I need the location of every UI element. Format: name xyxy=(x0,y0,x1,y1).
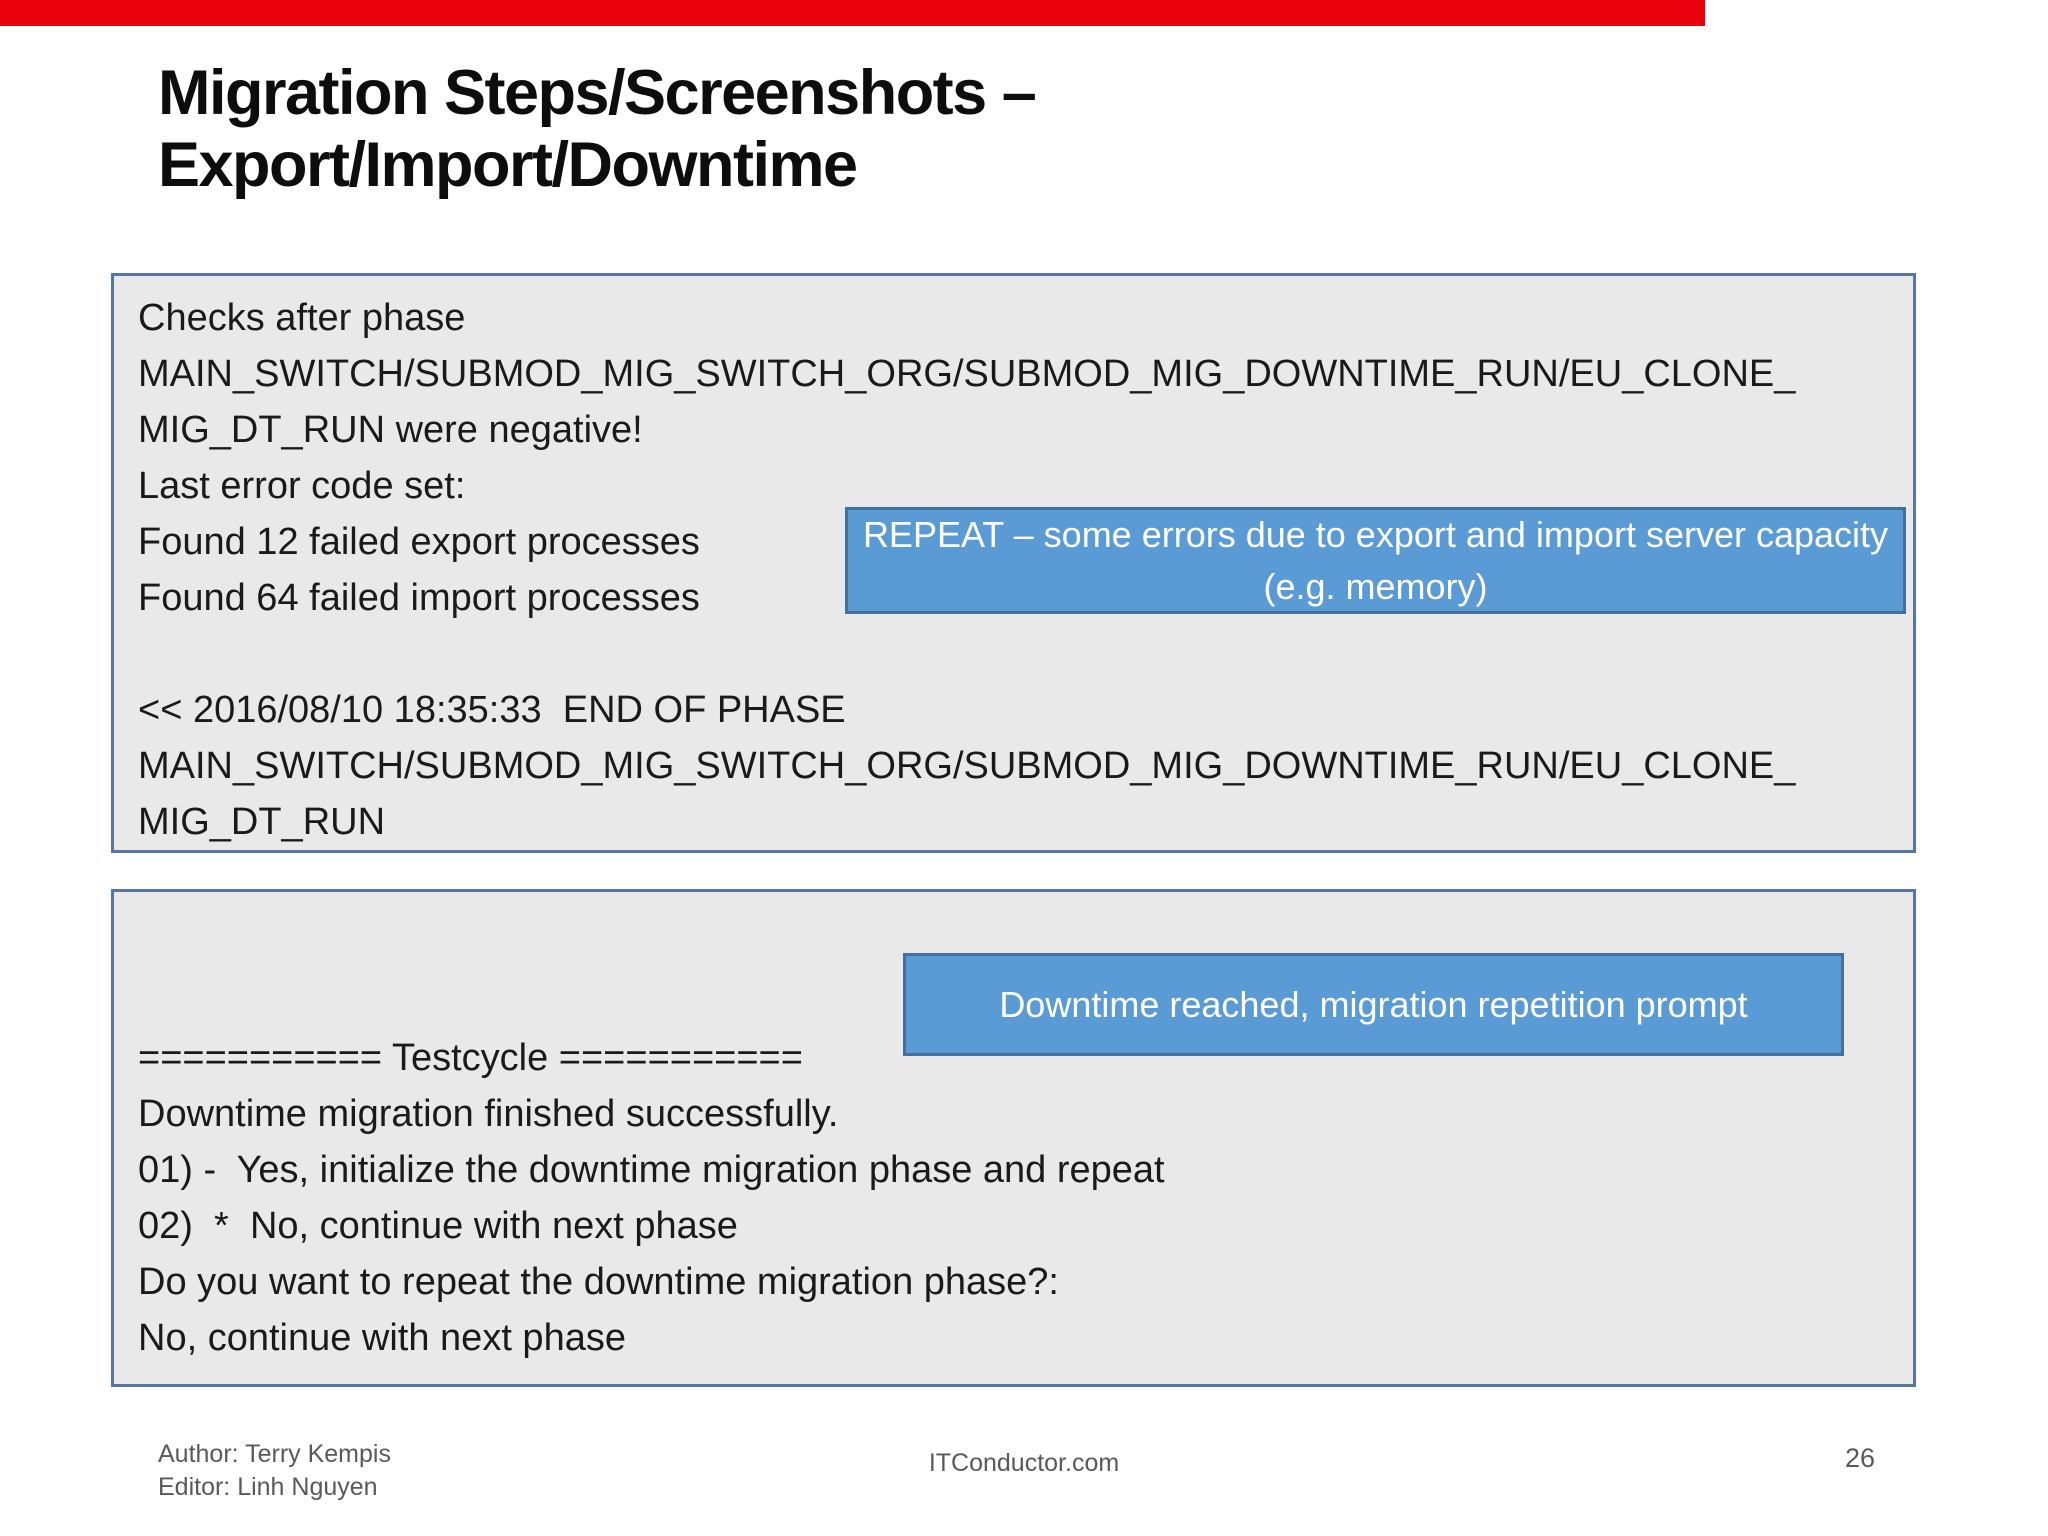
callout-repeat-text: REPEAT – some errors due to export and i… xyxy=(862,513,1889,607)
log-box-1-text: Checks after phase MAIN_SWITCH/SUBMOD_MI… xyxy=(138,297,1796,843)
slide-progress-bar xyxy=(0,0,1705,26)
slide-title: Migration Steps/Screenshots – Export/Imp… xyxy=(158,58,1037,200)
callout-repeat: REPEAT – some errors due to export and i… xyxy=(845,507,1906,614)
callout-downtime-reached: Downtime reached, migration repetition p… xyxy=(903,953,1844,1056)
footer-credits: Author: Terry Kempis Editor: Linh Nguyen xyxy=(158,1438,391,1504)
callout-downtime-text: Downtime reached, migration repetition p… xyxy=(999,983,1748,1025)
log-box-2-text: =========== Testcycle =========== Downti… xyxy=(138,1037,1165,1359)
footer-page-number: 26 xyxy=(1845,1443,1876,1473)
footer-editor-line: Editor: Linh Nguyen xyxy=(158,1473,378,1501)
footer-author-line: Author: Terry Kempis xyxy=(158,1440,391,1468)
footer-site: ITConductor.com xyxy=(928,1449,1120,1477)
